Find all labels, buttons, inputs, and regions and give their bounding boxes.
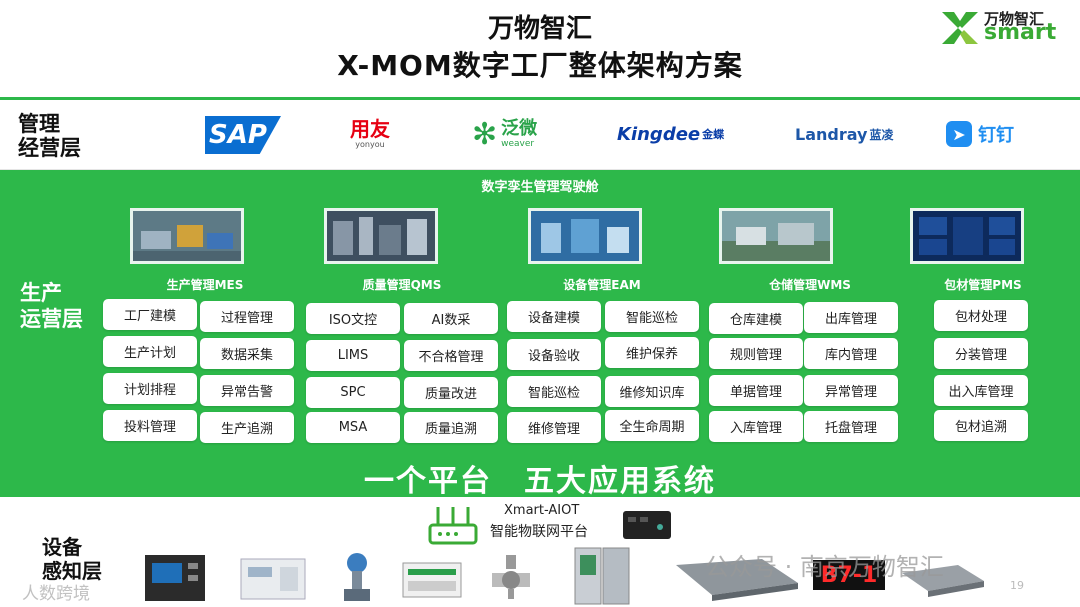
- wms-item[interactable]: 出库管理: [804, 302, 898, 333]
- page-subtitle: X-MOM数字工厂整体架构方案: [0, 44, 1080, 84]
- wms-item[interactable]: 单据管理: [709, 375, 803, 406]
- wms-item[interactable]: 入库管理: [709, 411, 803, 442]
- management-layer: 管理 经营层 SAP 用友 yonyou ✻ 泛微 weaver Kingdee…: [0, 97, 1080, 170]
- plc-device-icon: [402, 559, 462, 599]
- valve-device-icon: [490, 553, 532, 601]
- pms-item[interactable]: 分装管理: [934, 338, 1028, 369]
- eam-item[interactable]: 维护保养: [605, 337, 699, 368]
- eam-item[interactable]: 智能巡检: [507, 376, 601, 407]
- pms-dashboard-thumbnail: [910, 208, 1024, 264]
- gateway-device-icon: [622, 507, 672, 541]
- wms-item[interactable]: 异常管理: [804, 375, 898, 406]
- yonyou-sub-text: yonyou: [355, 140, 384, 150]
- controller-device-icon: [144, 553, 206, 603]
- kingdee-logo: Kingdee 金蝶: [617, 114, 724, 154]
- analyzer-device-icon: [240, 555, 306, 601]
- label-line1: 管理: [18, 112, 81, 136]
- eam-item[interactable]: 维修知识库: [605, 376, 699, 407]
- label-line2: 经营层: [18, 136, 81, 160]
- mes-item[interactable]: 生产计划: [103, 336, 197, 367]
- qms-item[interactable]: LIMS: [306, 340, 400, 371]
- qms-item[interactable]: SPC: [306, 377, 400, 408]
- pms-title: 包材管理PMS: [928, 276, 1038, 293]
- mes-item[interactable]: 计划排程: [103, 373, 197, 404]
- wms-item[interactable]: 规则管理: [709, 338, 803, 369]
- mes-dashboard-thumbnail: [130, 208, 244, 264]
- eam-item[interactable]: 全生命周期: [605, 410, 699, 441]
- aiot-platform-subtitle: 智能物联网平台: [490, 521, 588, 541]
- device-layer: 设备 感知层 Xmart-AIOT 智能物联网平台 B7-1: [0, 497, 1080, 607]
- qms-item[interactable]: MSA: [306, 412, 400, 443]
- watermark-text: 公众号 · 南京万物智汇: [705, 547, 944, 582]
- cabinet-device-icon: [574, 547, 630, 605]
- watermark-corner-text: 人数跨境: [22, 579, 90, 604]
- pms-item[interactable]: 出入库管理: [934, 375, 1028, 406]
- router-icon: [428, 503, 478, 545]
- eam-item[interactable]: 设备建模: [507, 301, 601, 332]
- mes-item[interactable]: 异常告警: [200, 375, 294, 406]
- landray-text: Landray: [795, 125, 867, 144]
- eam-title: 设备管理EAM: [542, 276, 662, 293]
- wms-item[interactable]: 仓库建模: [709, 303, 803, 334]
- digital-twin-title: 数字孪生管理驾驶舱: [0, 176, 1080, 195]
- weaver-sub-text: weaver: [501, 139, 537, 149]
- label-line1: 设备: [42, 535, 102, 559]
- mes-item[interactable]: 数据采集: [200, 338, 294, 369]
- eam-item[interactable]: 维修管理: [507, 412, 601, 443]
- landray-logo: Landray 蓝凌: [795, 114, 893, 154]
- page-title: 万物智汇: [0, 8, 1080, 45]
- pms-item[interactable]: 包材追溯: [934, 410, 1028, 441]
- mes-item[interactable]: 投料管理: [103, 410, 197, 441]
- management-layer-label: 管理 经营层: [18, 112, 81, 160]
- weaver-logo: ✻ 泛微 weaver: [472, 114, 537, 154]
- company-logo: 万物智汇 smart: [938, 8, 1068, 48]
- transmitter-device-icon: [340, 551, 374, 603]
- device-layer-label: 设备 感知层: [42, 535, 102, 583]
- logo-english-text: smart: [984, 20, 1056, 45]
- landray-sub-text: 蓝凌: [869, 126, 893, 143]
- label-line2: 运营层: [20, 306, 83, 332]
- qms-item[interactable]: 不合格管理: [404, 340, 498, 371]
- production-layer: 数字孪生管理驾驶舱 生产 运营层 生产管理MES 质量管理QMS 设备管理EAM…: [0, 170, 1080, 497]
- eam-item[interactable]: 智能巡检: [605, 301, 699, 332]
- dingtalk-icon: ➤: [946, 121, 972, 147]
- mes-item[interactable]: 工厂建模: [103, 299, 197, 330]
- kingdee-text: Kingdee: [617, 124, 700, 145]
- dingtalk-text: 钉钉: [978, 121, 1014, 147]
- weaver-icon: ✻: [472, 117, 497, 152]
- sap-text: SAP: [209, 120, 267, 150]
- kingdee-sub-text: 金蝶: [702, 126, 724, 142]
- qms-item[interactable]: 质量改进: [404, 377, 498, 408]
- sap-logo: SAP: [205, 116, 281, 154]
- eam-dashboard-thumbnail: [528, 208, 642, 264]
- wms-dashboard-thumbnail: [719, 208, 833, 264]
- mes-item[interactable]: 过程管理: [200, 301, 294, 332]
- mes-title: 生产管理MES: [145, 276, 265, 293]
- aiot-platform-name: Xmart-AIOT: [504, 503, 579, 518]
- qms-item[interactable]: 质量追溯: [404, 412, 498, 443]
- pms-item[interactable]: 包材处理: [934, 300, 1028, 331]
- production-layer-label: 生产 运营层: [20, 280, 83, 332]
- wms-title: 仓储管理WMS: [745, 276, 875, 293]
- wms-item[interactable]: 托盘管理: [804, 411, 898, 442]
- mes-item[interactable]: 生产追溯: [200, 412, 294, 443]
- x-logo-icon: [938, 8, 982, 48]
- qms-item[interactable]: ISO文控: [306, 303, 400, 334]
- platform-slogan: 一个平台 五大应用系统: [0, 456, 1080, 500]
- dingtalk-logo: ➤ 钉钉: [946, 114, 1014, 154]
- qms-dashboard-thumbnail: [324, 208, 438, 264]
- label-line1: 生产: [20, 280, 83, 306]
- header: 万物智汇 X-MOM数字工厂整体架构方案 万物智汇 smart: [0, 0, 1080, 97]
- wms-item[interactable]: 库内管理: [804, 338, 898, 369]
- weaver-text: 泛微: [501, 119, 537, 139]
- page-number: 19: [1010, 579, 1024, 592]
- eam-item[interactable]: 设备验收: [507, 339, 601, 370]
- qms-item[interactable]: AI数采: [404, 303, 498, 334]
- yonyou-logo: 用友 yonyou: [350, 114, 390, 154]
- yonyou-text: 用友: [350, 118, 390, 140]
- qms-title: 质量管理QMS: [342, 276, 462, 293]
